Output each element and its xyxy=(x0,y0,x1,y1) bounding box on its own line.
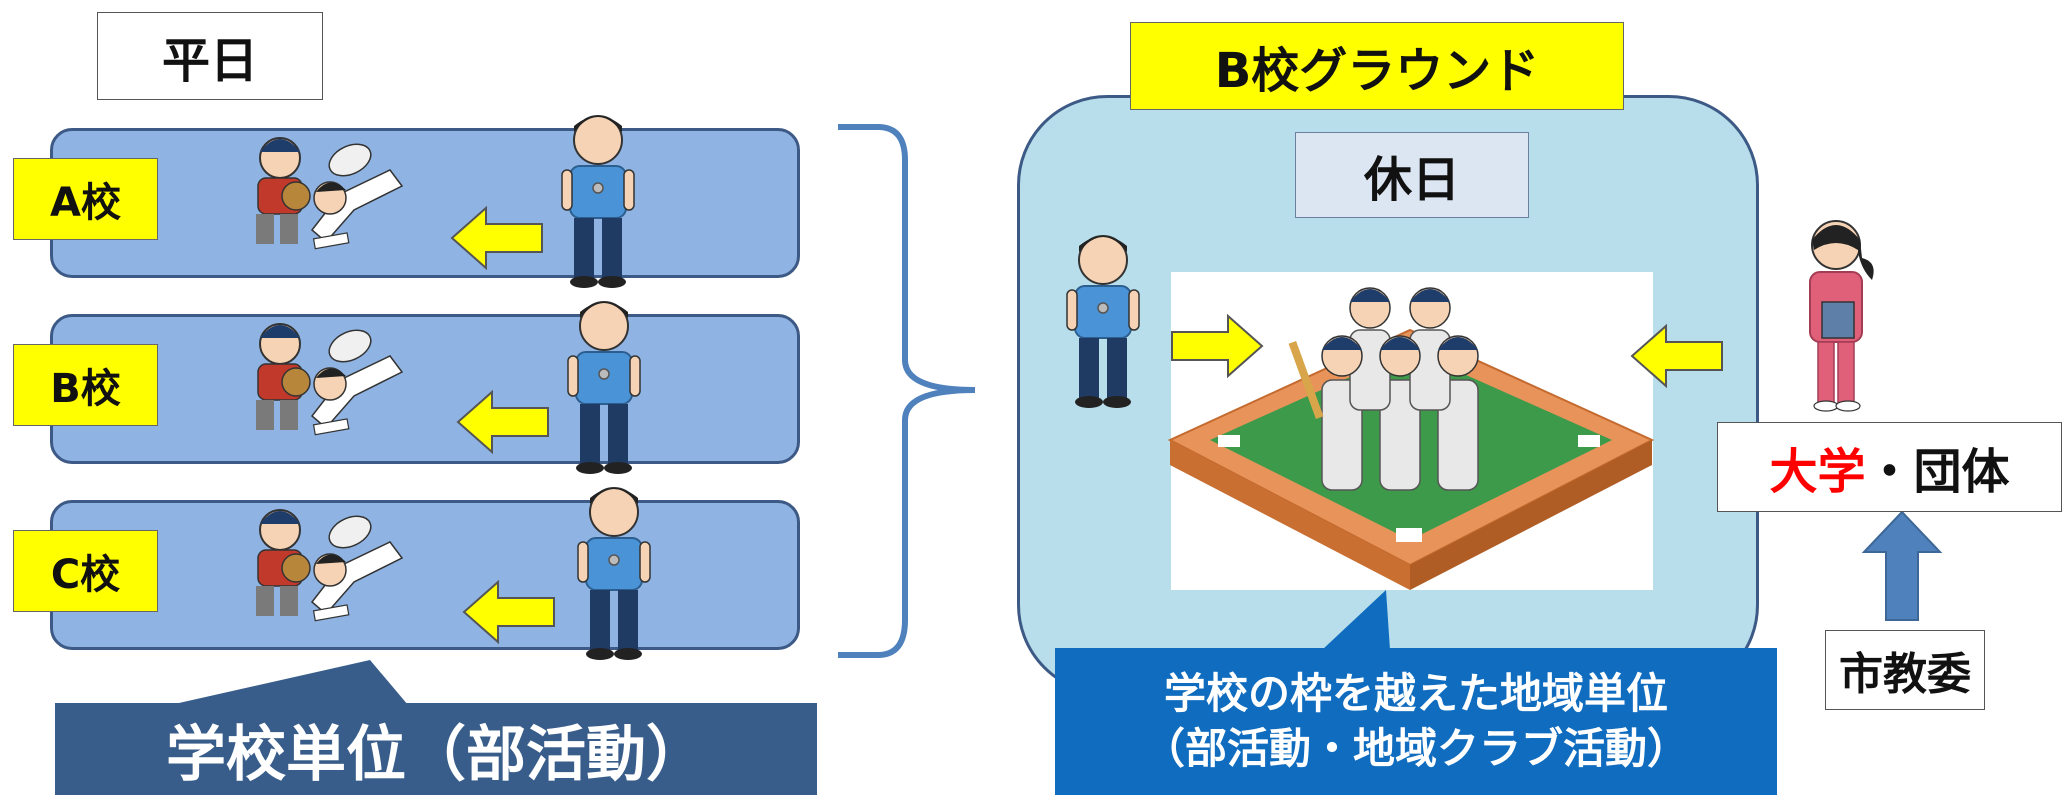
board-of-education-box: 市教委 xyxy=(1825,630,1985,710)
coach-illustration-ground xyxy=(1066,235,1140,409)
regional-unit-callout: 学校の枠を越えた地域単位 （部活動・地域クラブ活動） xyxy=(1055,648,1777,795)
school-tag-c: C校 xyxy=(13,530,158,612)
university-text: 大学 xyxy=(1769,444,1866,500)
weekday-label: 平日 xyxy=(97,12,323,100)
university-staff-illustration xyxy=(1809,220,1874,412)
school-unit-callout: 学校単位（部活動） xyxy=(55,703,817,795)
ground-title: B校グラウンド xyxy=(1130,22,1624,110)
school-tag-a: A校 xyxy=(13,158,158,240)
callout-pointer-left xyxy=(170,660,408,705)
school-lane-a xyxy=(50,128,800,278)
callout-pointer-right xyxy=(1322,590,1390,650)
yellow-arrow-right xyxy=(1171,315,1263,377)
yellow-arrow-left-ground xyxy=(1631,325,1723,387)
school-lane-c xyxy=(50,500,800,650)
org-text: ・団体 xyxy=(1865,444,2010,500)
curly-brace xyxy=(838,124,976,658)
regional-callout-line2: （部活動・地域クラブ活動） xyxy=(1142,723,1689,773)
school-lane-b xyxy=(50,314,800,464)
players-group-icon xyxy=(1288,287,1479,491)
holiday-label: 休日 xyxy=(1295,132,1529,218)
school-tag-b: B校 xyxy=(13,344,158,426)
university-org-box: 大学・団体 xyxy=(1717,422,2062,512)
blue-up-arrow xyxy=(1861,510,1943,621)
regional-callout-line1: 学校の枠を越えた地域単位 xyxy=(1163,668,1668,718)
